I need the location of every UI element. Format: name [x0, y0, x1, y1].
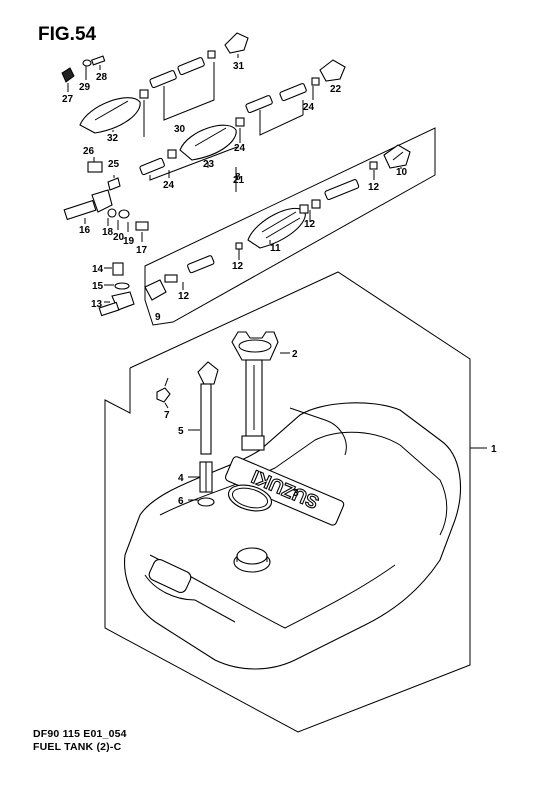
- callout-24b: 24: [234, 143, 246, 154]
- callout-4: 4: [178, 473, 184, 484]
- fuel-line-frame: [144, 127, 436, 326]
- model-code: DF90 115 E01_054: [33, 728, 127, 740]
- callout-10: 10: [396, 167, 408, 178]
- callout-9: 9: [155, 312, 161, 323]
- fuel-gauge: [231, 331, 290, 451]
- callout-28: 28: [96, 72, 108, 83]
- fuel-tank: SUZUKI: [124, 402, 461, 670]
- callout-14: 14: [92, 264, 104, 275]
- callout-18: 18: [102, 227, 114, 238]
- line-set-21: [139, 59, 346, 181]
- callout-24c: 24: [303, 102, 315, 113]
- callout-22: 22: [330, 84, 342, 95]
- callout-15: 15: [92, 281, 104, 292]
- callout-25: 25: [108, 159, 120, 170]
- assembly-frame: [104, 271, 487, 733]
- callout-2: 2: [292, 349, 298, 360]
- callout-23: 23: [203, 159, 215, 170]
- diagram-caption: FUEL TANK (2)-C: [33, 741, 122, 753]
- callout-labels: 1 2 3 4 5 6 7 8 9 10 11 12 12 12 12 13 1…: [62, 61, 497, 507]
- callout-1: 1: [491, 444, 497, 455]
- callout-12d: 12: [368, 182, 380, 193]
- callout-24a: 24: [163, 180, 175, 191]
- callout-30: 30: [174, 124, 186, 135]
- callout-5: 5: [178, 426, 184, 437]
- callout-13: 13: [91, 299, 103, 310]
- callout-12a: 12: [178, 291, 190, 302]
- callout-31: 31: [233, 61, 245, 72]
- callout-12b: 12: [232, 261, 244, 272]
- callout-29: 29: [79, 82, 91, 93]
- callout-20: 20: [113, 232, 125, 243]
- fittings: [63, 157, 149, 317]
- figure-title: FIG.54: [38, 24, 97, 45]
- callout-3: 3: [293, 488, 299, 499]
- callout-12c: 12: [304, 219, 316, 230]
- fuel-line-set: [144, 144, 411, 301]
- callout-21: 21: [233, 175, 245, 186]
- callout-19: 19: [123, 236, 135, 247]
- callout-11: 11: [270, 243, 281, 254]
- callout-8: 8: [235, 172, 241, 183]
- line-set-30: [61, 32, 249, 137]
- suction-pipe: [156, 361, 219, 507]
- callout-27: 27: [62, 94, 74, 105]
- callout-7: 7: [164, 410, 170, 421]
- callout-6: 6: [178, 496, 184, 507]
- callout-17: 17: [136, 245, 148, 256]
- callout-26: 26: [83, 146, 95, 157]
- callout-16: 16: [79, 225, 91, 236]
- callout-32: 32: [107, 133, 119, 144]
